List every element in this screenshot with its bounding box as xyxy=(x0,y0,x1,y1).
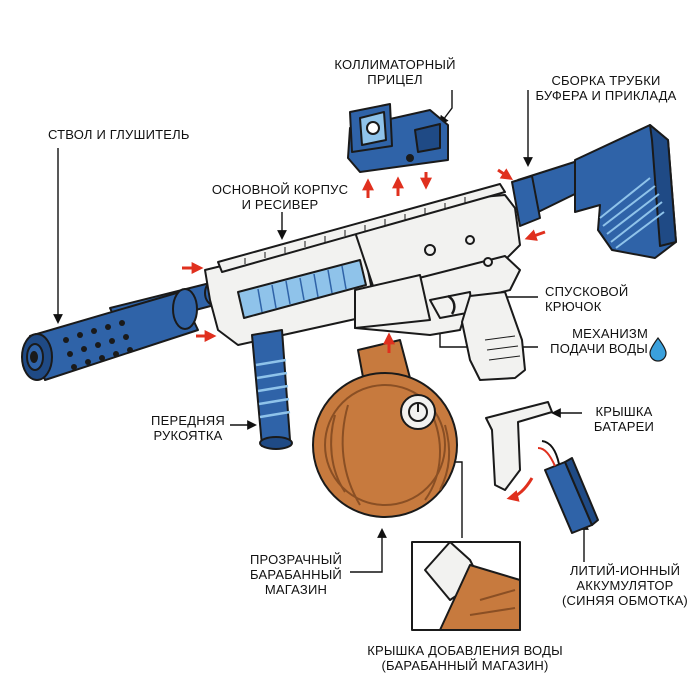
foregrip xyxy=(251,329,293,450)
magazine-well xyxy=(354,274,431,329)
top-rail xyxy=(217,183,506,273)
silencer-holes xyxy=(63,320,133,370)
label-barrel: СТВОЛ И ГЛУШИТЕЛЬ xyxy=(48,127,190,142)
label-water-cap: КРЫШКА ДОБАВЛЕНИЯ ВОДЫ(БАРАБАННЫЙ МАГАЗИ… xyxy=(367,643,563,673)
trigger xyxy=(447,294,456,315)
barrel-silencer xyxy=(21,280,224,381)
pistol-grip xyxy=(461,291,526,381)
drum-magazine xyxy=(312,339,458,518)
assembly-arrows xyxy=(182,168,546,502)
water-cap-inset xyxy=(411,541,521,631)
red-dot-sight xyxy=(347,103,449,173)
leader-drum xyxy=(350,528,387,573)
li-ion-battery xyxy=(537,440,599,534)
castle-nut xyxy=(511,175,541,227)
battery-cover xyxy=(485,401,553,491)
leader-sight xyxy=(438,90,453,126)
stock-assembly xyxy=(511,124,677,259)
water-drop-icon xyxy=(649,336,667,362)
main-body xyxy=(204,183,526,381)
curved-arrow-icon xyxy=(506,477,534,502)
red-arrow-icon xyxy=(524,229,546,241)
red-arrow-icon xyxy=(497,168,513,180)
